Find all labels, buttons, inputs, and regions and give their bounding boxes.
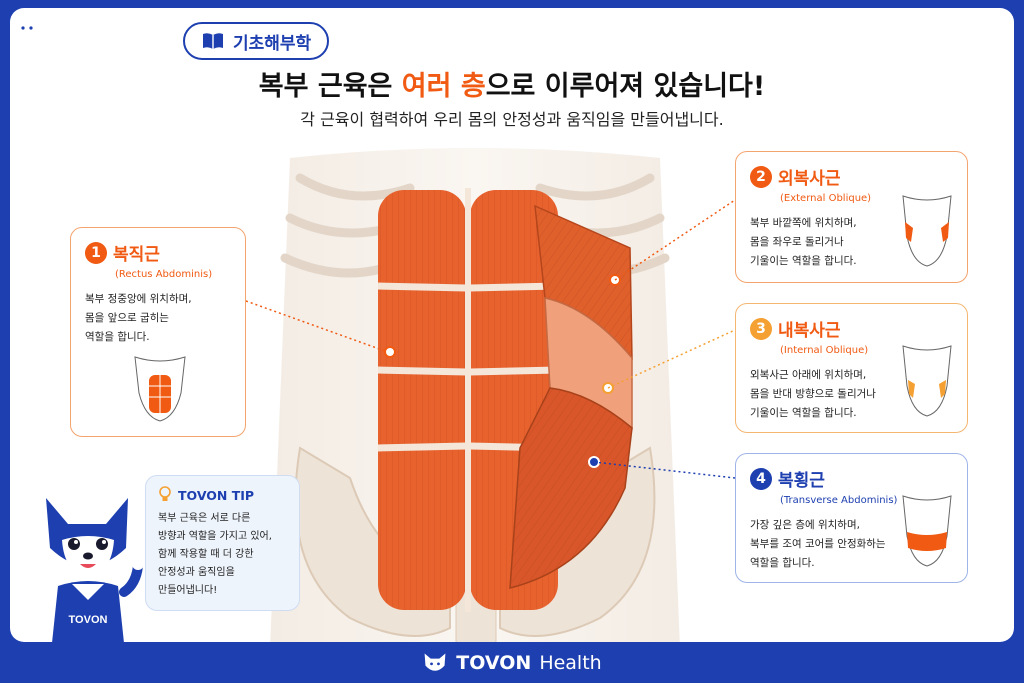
page-title: 복부 근육은 여러 층으로 이루어져 있습니다! xyxy=(10,64,1014,103)
card-english-name: (External Oblique) xyxy=(780,193,872,204)
title-part1: 복부 근육은 xyxy=(258,71,402,102)
card-description: 복부 바깥쪽에 위치하며, 몸을 좌우로 돌리거나 기울이는 역할을 합니다. xyxy=(750,217,857,267)
card-name: 외복사근 xyxy=(778,169,841,189)
tip-title-text: TOVON TIP xyxy=(178,487,255,503)
title-part2: 으로 이루어져 있습니다! xyxy=(485,71,766,102)
card-english-name: (Rectus Abdominis) xyxy=(115,269,213,280)
tip-text: 복부 근육은 서로 다른 방향과 역할을 가지고 있어, 함께 작용할 때 더 … xyxy=(158,513,272,596)
footer: TOVON Health xyxy=(0,642,1024,683)
muscle-card-transverse-abdominis[interactable]: 4 복횡근 (Transverse Abdominis) 가장 깊은 층에 위치하… xyxy=(735,453,968,583)
muscle-card-rectus-abdominis[interactable]: 1 복직근 (Rectus Abdominis) 복부 정중앙에 위치하며, 몸을… xyxy=(70,227,246,437)
fox-mascot-illustration: TOVON xyxy=(46,498,144,642)
card-description: 복부 정중앙에 위치하며, 몸을 앞으로 굽히는 역할을 합니다. xyxy=(85,293,192,343)
footer-brand: TOVON xyxy=(456,651,532,674)
card-number: 2 xyxy=(750,165,772,188)
category-label: 기초해부학 xyxy=(233,33,312,54)
muscle-card-internal-oblique[interactable]: 3 내복사근 (Internal Oblique) 외복사근 아래에 위치하며, … xyxy=(735,303,968,433)
card-english-name: (Internal Oblique) xyxy=(780,345,869,356)
torso-transverse-icon xyxy=(902,495,952,567)
card-number: 1 xyxy=(85,241,107,264)
tip-bubble: TOVON TIP 복부 근육은 서로 다른 방향과 역할을 가지고 있어, 함… xyxy=(145,475,300,611)
lightbulb-icon xyxy=(159,486,171,501)
fox-logo-icon xyxy=(15,16,39,36)
brand-name: TOVON xyxy=(50,14,142,40)
card-name: 복횡근 xyxy=(778,471,825,491)
mascot-shirt-text: TOVON xyxy=(69,614,108,626)
main-frame: 기초해부학 복부 근육은 여러 층으로 이루어져 있습니다! 각 근육이 협력하… xyxy=(10,8,1014,642)
card-description: 가장 깊은 층에 위치하며, 복부를 조여 코어를 안정화하는 역할을 합니다. xyxy=(750,519,886,569)
page-subtitle: 각 근육이 협력하여 우리 몸의 안정성과 움직임을 만들어냅니다. xyxy=(300,110,724,129)
card-description: 외복사근 아래에 위치하며, 몸을 반대 방향으로 돌리거나 기울이는 역할을 … xyxy=(750,369,876,419)
brand-logo[interactable]: TOVON xyxy=(12,12,142,42)
fox-logo-icon xyxy=(424,652,446,671)
card-name: 복직근 xyxy=(113,245,160,265)
category-pill[interactable]: 기초해부학 xyxy=(183,22,330,60)
card-number: 3 xyxy=(750,317,772,340)
footer-suffix: Health xyxy=(539,651,602,674)
muscle-card-external-oblique[interactable]: 2 외복사근 (External Oblique) 복부 바깥쪽에 위치하며, 몸… xyxy=(735,151,968,283)
torso-external-oblique-icon xyxy=(902,195,952,267)
card-name: 내복사근 xyxy=(778,321,841,341)
leader-lines xyxy=(245,199,736,479)
abdominal-anatomy-illustration xyxy=(270,148,680,642)
book-icon xyxy=(203,33,223,49)
torso-internal-oblique-icon xyxy=(902,345,952,417)
title-highlight: 여러 층 xyxy=(401,71,486,102)
card-number: 4 xyxy=(750,467,772,490)
tip-title: TOVON TIP xyxy=(158,486,287,504)
card-english-name: (Transverse Abdominis) xyxy=(780,495,898,506)
torso-rectus-icon xyxy=(134,356,186,422)
